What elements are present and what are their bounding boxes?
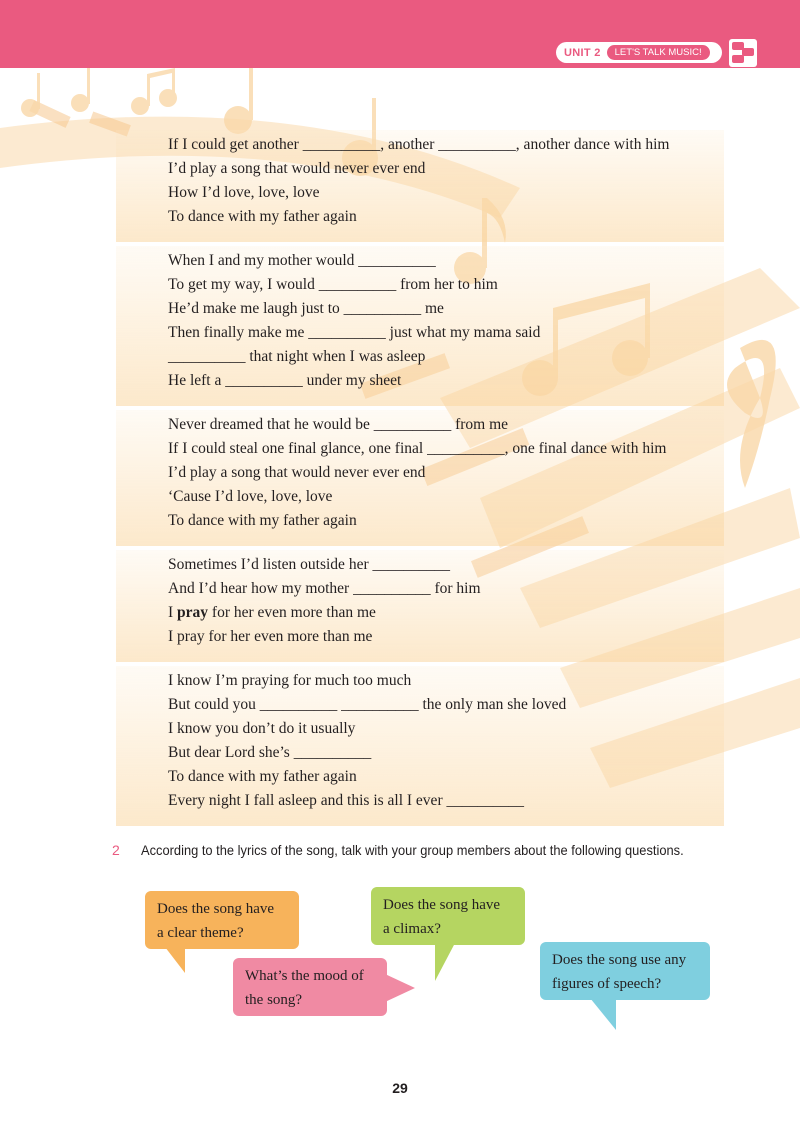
lyric-line: Never dreamed that he would be _________…: [168, 416, 509, 433]
lyric-word: I: [168, 604, 178, 621]
lyric-line: He’d make me laugh just to __________ me: [168, 300, 444, 317]
speech-bubble-theme: Does the song have a clear theme?: [145, 891, 299, 973]
lyric-line: ‘Cause I’d love, love, love: [168, 488, 333, 505]
bubble-tail: [590, 998, 616, 1030]
lyric-line: Sometimes I’d listen outside her _______…: [168, 556, 450, 573]
lyric-line: To dance with my father again: [168, 512, 357, 529]
lyric-line: I’d play a song that would never ever en…: [168, 160, 426, 177]
lyric-line: But dear Lord she’s __________: [168, 744, 372, 761]
bubble-line: a climax?: [383, 921, 441, 937]
lyric-line: To dance with my father again: [168, 768, 357, 785]
bubble-line: the song?: [245, 992, 303, 1008]
lyric-line: Every night I fall asleep and this is al…: [168, 792, 524, 809]
lyric-line: I know I’m praying for much too much: [168, 672, 412, 689]
lyric-line: When I and my mother would __________: [168, 252, 436, 269]
question-text: According to the lyrics of the song, tal…: [141, 842, 684, 858]
page-number: 29: [392, 1080, 408, 1096]
lyric-line-pray-bold: I pray for her even more than me: [168, 604, 376, 622]
question-number: 2: [112, 842, 120, 858]
lyric-line: I’d play a song that would never ever en…: [168, 464, 426, 481]
bold-word: pray: [177, 604, 209, 621]
lyric-word: for her even more than me: [208, 604, 376, 621]
lyric-line: __________ that night when I was asleep: [168, 348, 426, 365]
lyric-line: If I could steal one final glance, one f…: [168, 440, 667, 457]
lyric-line: I know you don’t do it usually: [168, 720, 356, 737]
lyric-line: If I could get another __________, anoth…: [168, 136, 670, 153]
header-bar: UNIT 2 LET'S TALK MUSIC!: [0, 0, 800, 68]
bubble-tail: [385, 974, 415, 1002]
bubble-line: What’s the mood of: [245, 968, 364, 984]
lyric-line: I pray for her even more than me: [168, 628, 373, 645]
lyric-line: Then finally make me __________ just wha…: [168, 324, 541, 341]
bubble-line: Does the song have: [383, 897, 501, 913]
bubble-line: Does the song use any: [552, 952, 687, 968]
bubble-line: figures of speech?: [552, 976, 662, 992]
unit-label: UNIT 2: [564, 46, 601, 59]
lyric-line: How I’d love, love, love: [168, 184, 320, 201]
stanza-3: Never dreamed that he would be _________…: [116, 410, 724, 546]
lyric-line: But could you __________ __________ the …: [168, 696, 567, 713]
bubble-line: a clear theme?: [157, 925, 244, 941]
bubble-tail: [165, 947, 185, 973]
speech-bubbles-icon: [729, 39, 757, 67]
unit-title: LET'S TALK MUSIC!: [606, 45, 710, 60]
lyric-line: To dance with my father again: [168, 208, 357, 225]
stanza-2: When I and my mother would __________ To…: [116, 246, 724, 406]
lyric-line: He left a __________ under my sheet: [168, 372, 402, 389]
stanza-4: Sometimes I’d listen outside her _______…: [116, 550, 724, 662]
lyric-line: To get my way, I would __________ from h…: [168, 276, 498, 293]
speech-bubble-figures-of-speech: Does the song use any figures of speech?: [540, 942, 710, 1030]
unit-badge: UNIT 2 LET'S TALK MUSIC!: [556, 42, 722, 63]
lyric-line: And I’d hear how my mother __________ fo…: [168, 580, 481, 597]
stanza-1: If I could get another __________, anoth…: [116, 130, 724, 242]
speech-bubble-mood: What’s the mood of the song?: [233, 958, 415, 1016]
bubble-tail: [435, 943, 455, 981]
speech-bubble-climax: Does the song have a climax?: [371, 887, 525, 981]
bubble-line: Does the song have: [157, 901, 275, 917]
stanza-5: I know I’m praying for much too much But…: [116, 666, 724, 826]
